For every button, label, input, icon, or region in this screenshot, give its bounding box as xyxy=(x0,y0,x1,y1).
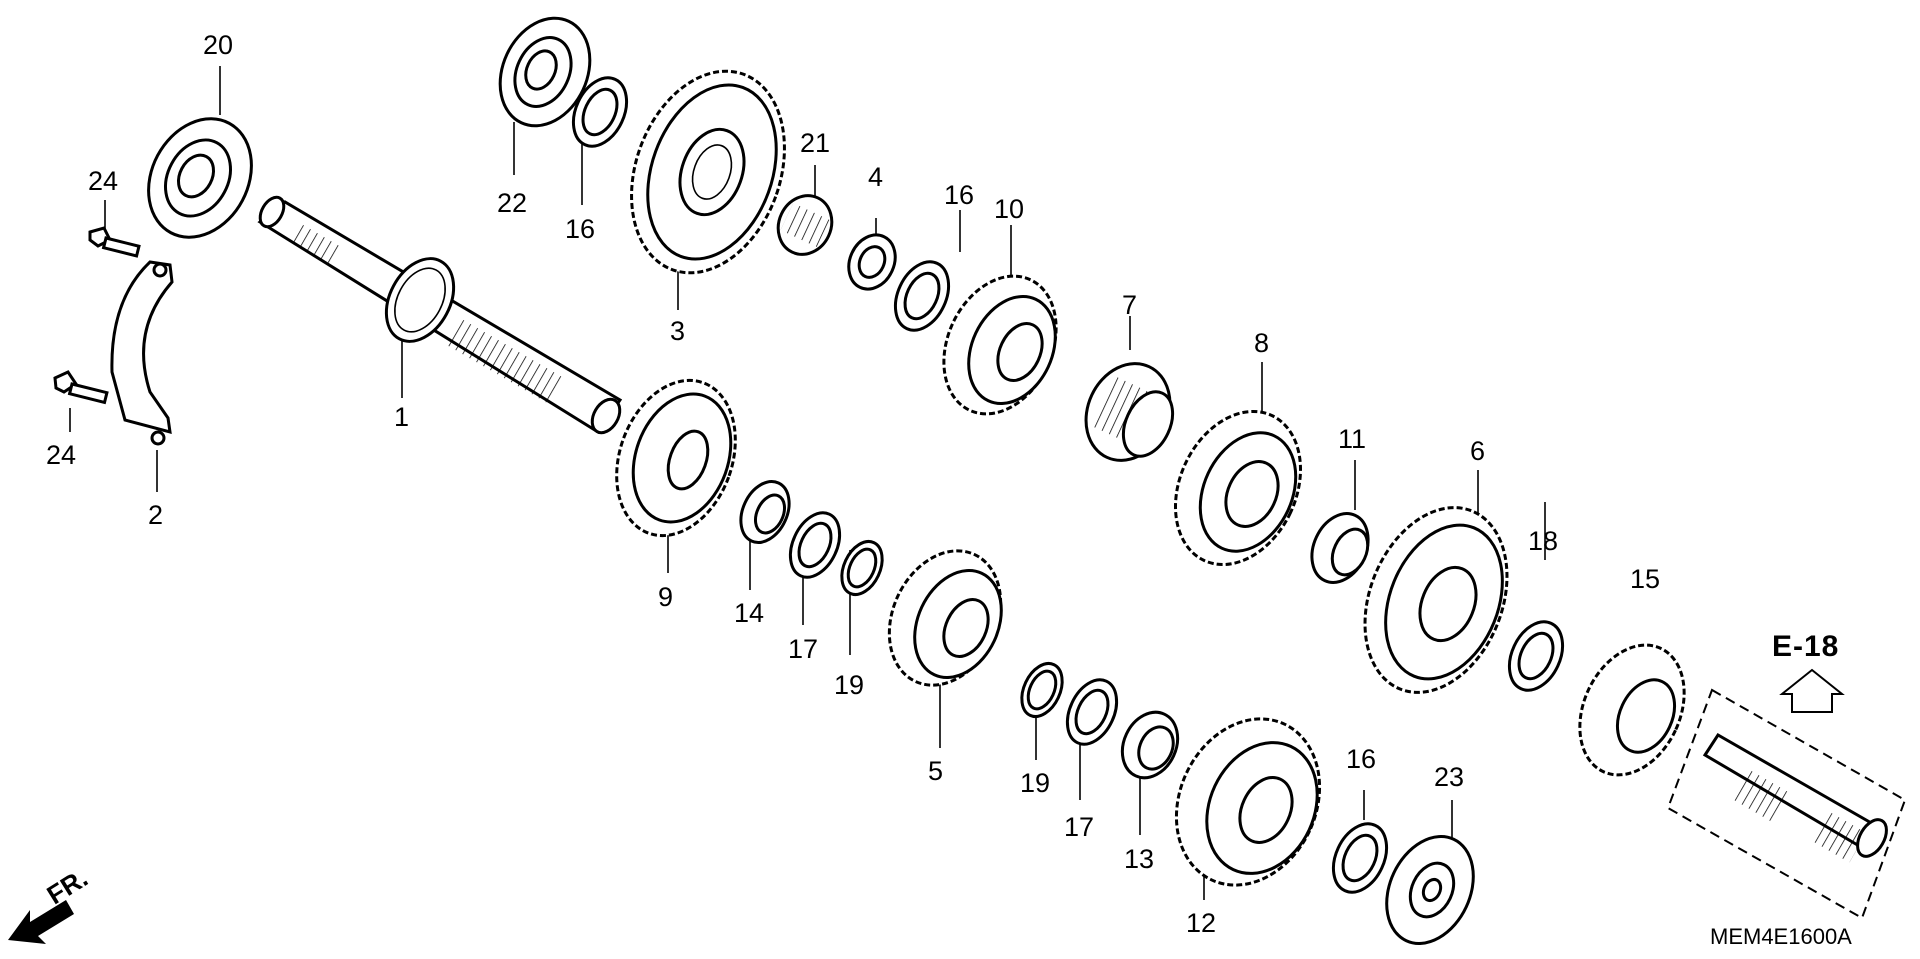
lock-washer-17-upper xyxy=(788,511,842,579)
gear-12 xyxy=(1174,717,1322,887)
callout-23: 23 xyxy=(1434,762,1465,792)
callout-8: 8 xyxy=(1254,328,1270,358)
bracket-2 xyxy=(110,260,174,446)
callout-19-lower: 19 xyxy=(1020,768,1051,798)
bolt-24-upper xyxy=(88,226,141,258)
callout-11: 11 xyxy=(1338,424,1367,454)
washer-16-upper xyxy=(571,76,629,148)
callout-21: 21 xyxy=(800,128,831,158)
callout-24-lower: 24 xyxy=(46,440,77,470)
bearing-23 xyxy=(1385,835,1475,945)
gear-5 xyxy=(887,549,1003,687)
washer-16-lower xyxy=(1331,822,1389,894)
callout-20: 20 xyxy=(203,30,234,60)
callout-9: 9 xyxy=(658,582,674,612)
washer-16-middle xyxy=(893,260,951,332)
needle-bearing-7 xyxy=(1084,362,1175,462)
reference-code: MEM4E1600A xyxy=(1710,924,1852,949)
gear-15 xyxy=(1578,643,1686,777)
section-reference: E-18 xyxy=(1772,630,1840,663)
snap-ring-19-lower xyxy=(1020,662,1064,718)
callout-19-upper: 19 xyxy=(834,670,865,700)
callout-3: 3 xyxy=(670,316,686,346)
callout-16-middle: 16 xyxy=(944,180,975,210)
callout-17-upper: 17 xyxy=(788,634,819,664)
callout-2: 2 xyxy=(148,500,164,530)
countershaft-inset xyxy=(1666,688,1907,920)
lock-washer-17-lower xyxy=(1065,678,1119,746)
callout-24-upper: 24 xyxy=(88,166,119,196)
snap-ring-19-upper xyxy=(840,540,884,596)
up-arrow-icon xyxy=(1779,668,1845,713)
gear-3 xyxy=(630,69,786,275)
front-arrow-icon xyxy=(8,900,74,944)
bolt-24-lower xyxy=(53,370,109,405)
gear-8 xyxy=(1174,409,1302,567)
bushing-14 xyxy=(739,480,791,544)
callout-7: 7 xyxy=(1122,290,1138,320)
collar-4 xyxy=(847,233,897,291)
bearing-22 xyxy=(498,16,592,128)
callout-18: 18 xyxy=(1528,526,1559,556)
callout-16-lower: 16 xyxy=(1346,744,1377,774)
callout-13: 13 xyxy=(1124,844,1155,874)
bushing-13 xyxy=(1120,710,1180,780)
gear-10 xyxy=(942,274,1058,416)
callout-4: 4 xyxy=(868,162,884,192)
gear-9 xyxy=(615,378,737,538)
callout-10: 10 xyxy=(994,194,1025,224)
callout-1: 1 xyxy=(394,402,410,432)
callout-15: 15 xyxy=(1630,564,1661,594)
callout-22: 22 xyxy=(497,188,528,218)
callout-14: 14 xyxy=(734,598,765,628)
needle-bearing-21 xyxy=(776,194,834,256)
callout-17-lower: 17 xyxy=(1064,812,1095,842)
washer-18 xyxy=(1507,620,1565,692)
callout-12: 12 xyxy=(1186,908,1217,938)
callout-16-upper: 16 xyxy=(565,214,596,244)
bushing-11 xyxy=(1310,512,1370,584)
gear-6 xyxy=(1363,506,1509,694)
callout-6: 6 xyxy=(1470,436,1486,466)
callout-5: 5 xyxy=(928,756,944,786)
mainshaft-1 xyxy=(257,195,623,435)
bearing-20 xyxy=(147,117,253,239)
leader-lines xyxy=(69,66,1546,900)
